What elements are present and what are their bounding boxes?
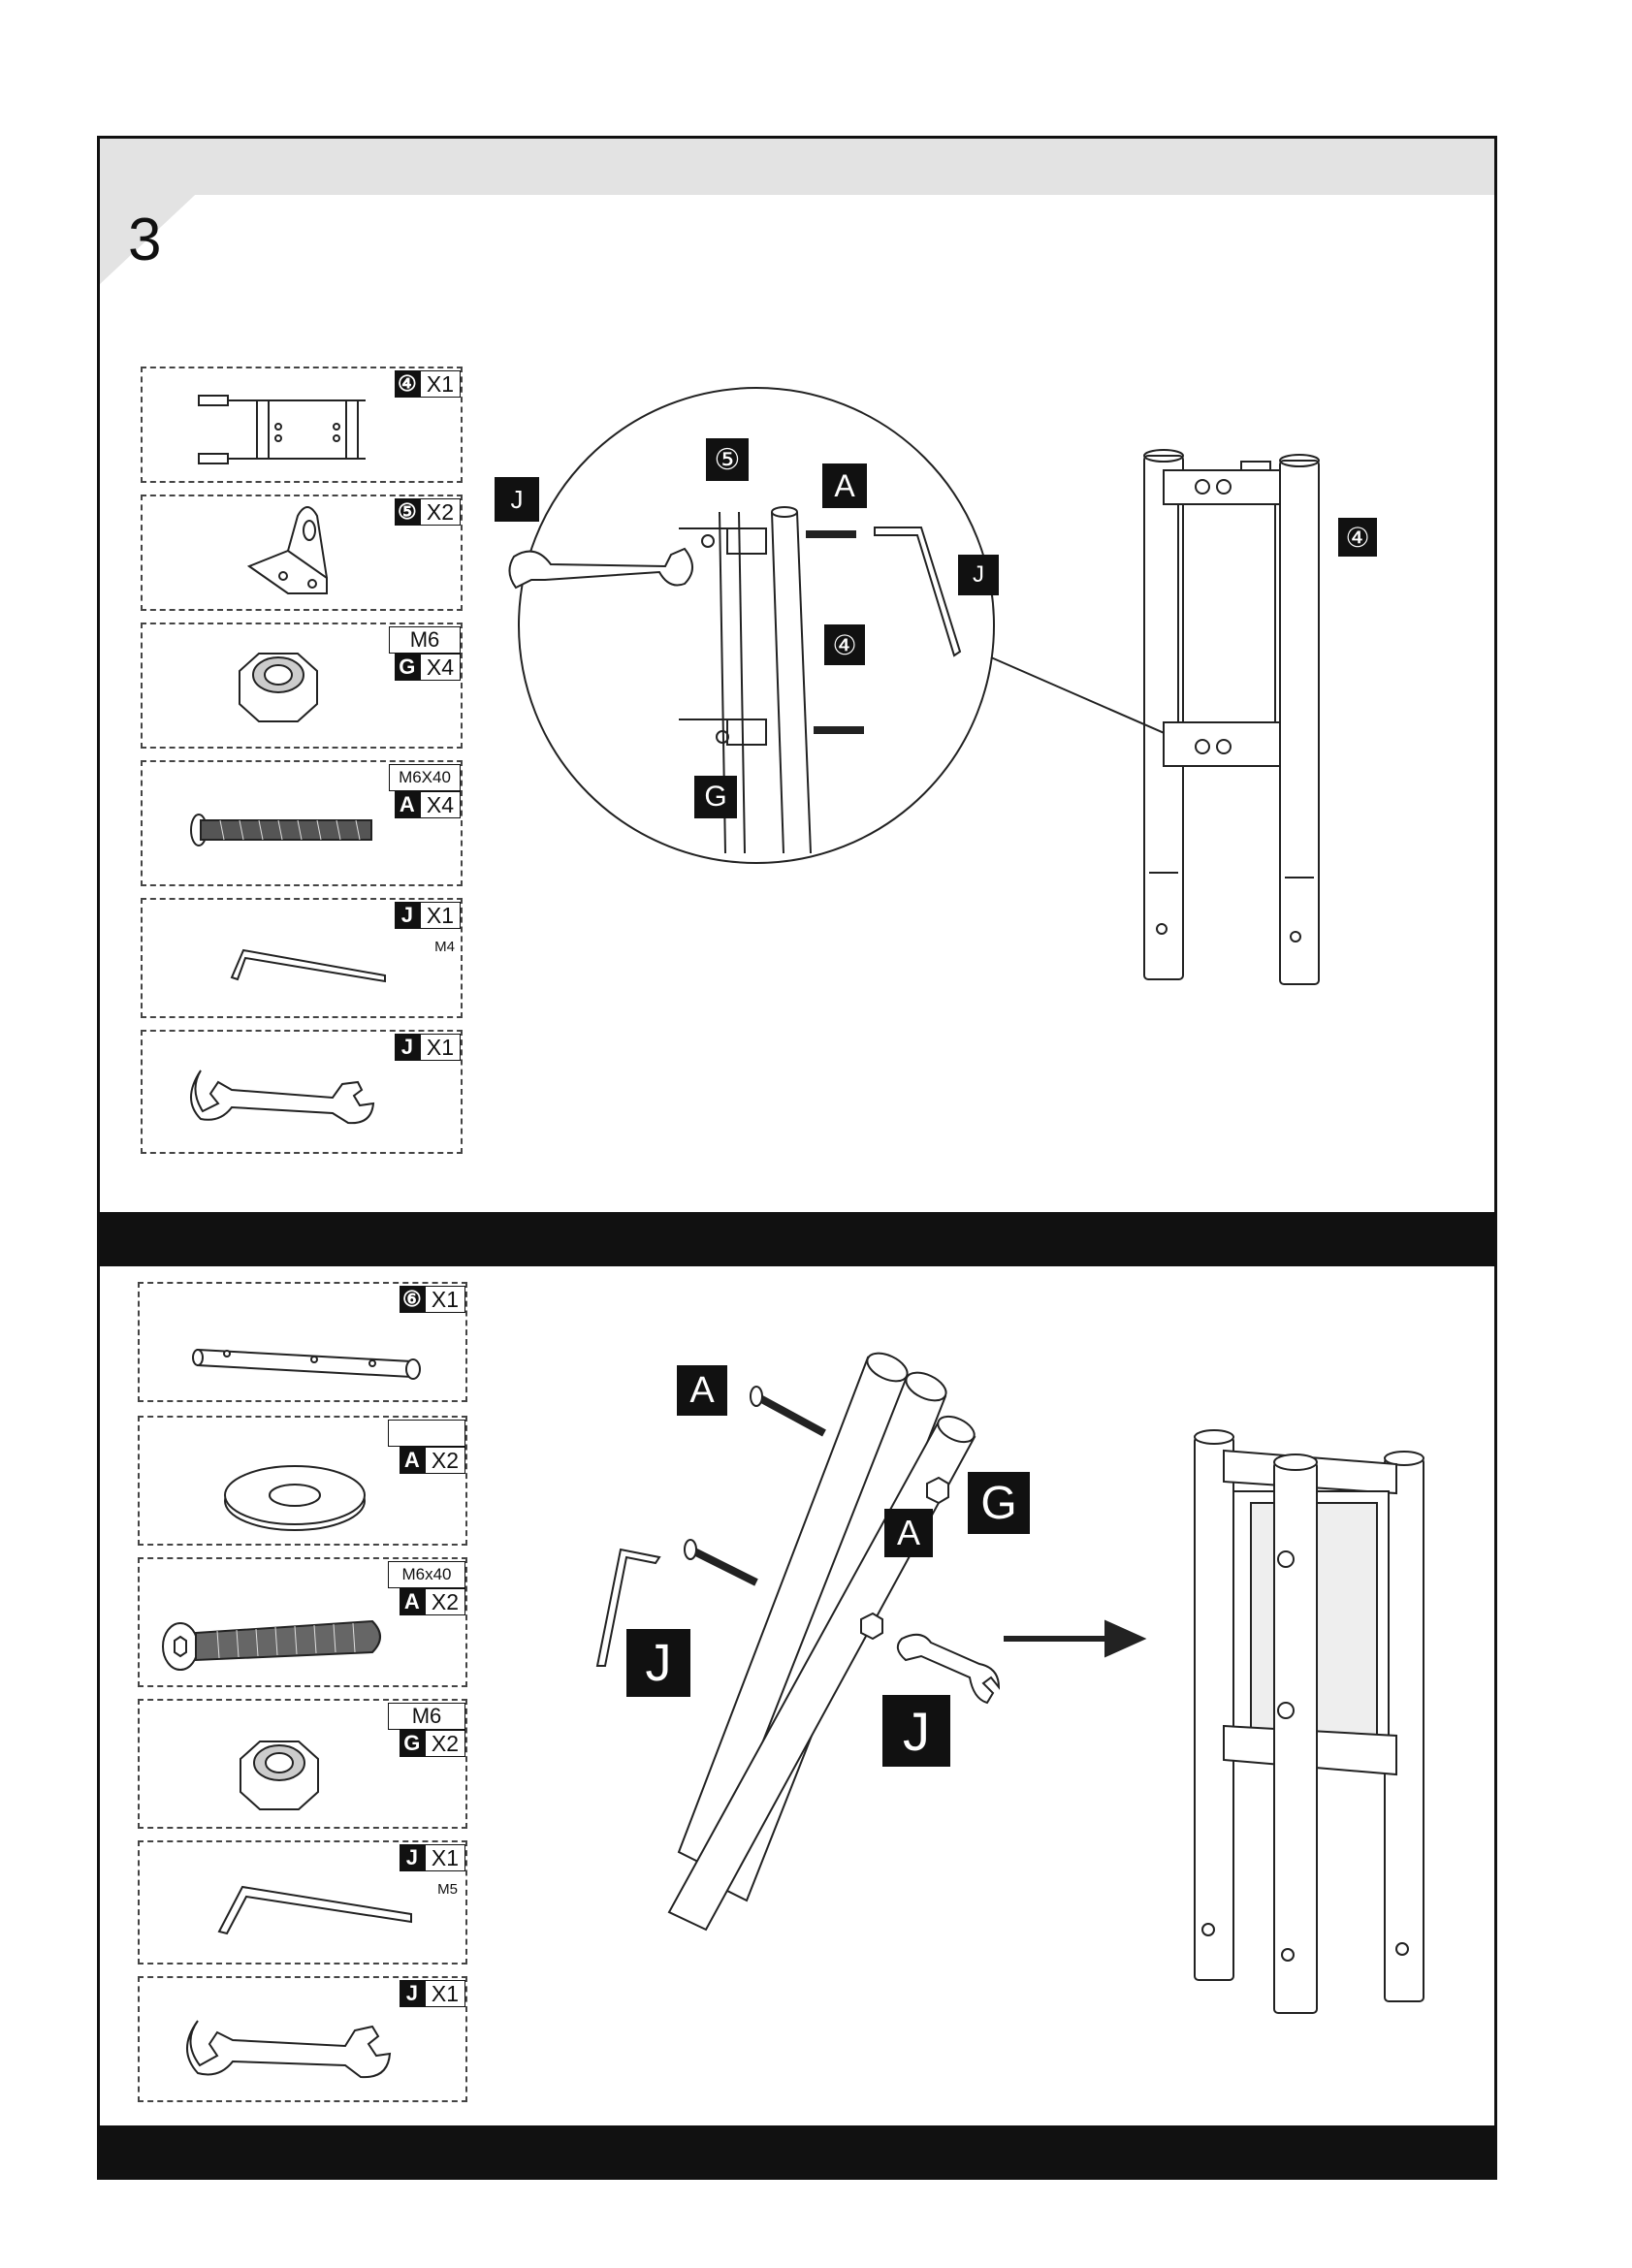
label-nut-g: G <box>968 1472 1030 1534</box>
label-allen-key-j: J <box>626 1629 690 1697</box>
label-bolt-a-top: A <box>677 1365 727 1416</box>
label-bolt-a-mid: A <box>884 1509 933 1557</box>
label-wrench-j: J <box>882 1695 950 1767</box>
